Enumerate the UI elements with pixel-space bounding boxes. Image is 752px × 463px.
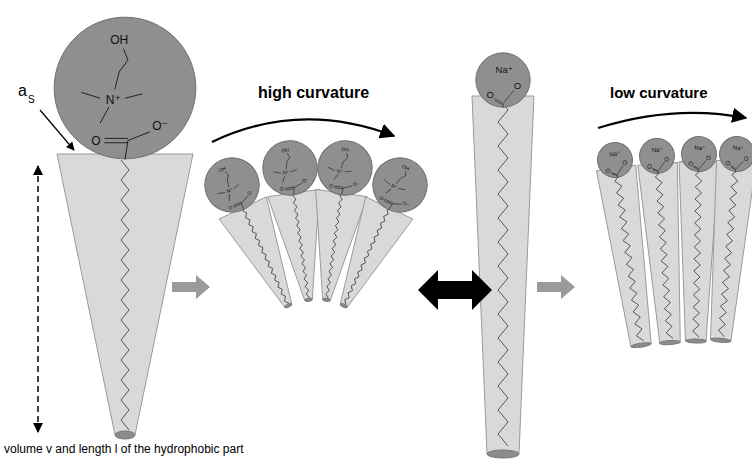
head-group: OH N⁺ O O⁻	[258, 136, 321, 199]
hydrophobic-cone	[57, 154, 193, 439]
curvature-label: high curvature	[258, 84, 369, 102]
atom-label: O	[688, 160, 693, 166]
head-group: OH N⁺ O O⁻	[52, 15, 198, 161]
atom-label: O	[605, 167, 611, 174]
dimension-arrow	[37, 166, 39, 432]
atom-label: O	[706, 155, 711, 161]
atom-label: OH	[110, 34, 128, 46]
atom-label: O⁻	[302, 178, 309, 184]
head-circle	[363, 148, 437, 222]
atom-label: OH	[281, 147, 289, 153]
atom-label: N⁺	[283, 170, 290, 176]
atom-label: N⁺	[106, 94, 121, 106]
atom-label: O	[91, 135, 100, 147]
head-group: Na⁺OO	[638, 137, 676, 175]
head-circle	[638, 137, 676, 175]
dimension-label: volume v and length l of the hydrophobic…	[4, 443, 243, 457]
atom-label: O	[743, 155, 748, 161]
atom-label: O⁻	[152, 120, 168, 132]
atom-label: Na⁺	[694, 144, 705, 150]
atom-label: O	[664, 156, 669, 162]
curvature-label: low curvature	[610, 84, 708, 101]
atom-label: N⁺	[336, 169, 343, 175]
head-circle	[258, 136, 321, 199]
head-group: Na⁺ O O	[717, 134, 752, 173]
atom-label: O	[647, 163, 652, 169]
atom-label: OH	[341, 146, 349, 152]
atom-label: Na⁺	[733, 144, 745, 151]
head-circle	[195, 148, 269, 222]
atom-label: O⁻	[353, 181, 360, 187]
head-group: Na⁺OO	[595, 140, 636, 181]
atom-label: O	[514, 81, 521, 91]
atom-label: O	[725, 160, 730, 166]
head-circle	[595, 140, 636, 181]
double-arrow	[418, 270, 492, 310]
block-arrow	[537, 275, 575, 299]
curvature-arrow	[212, 119, 394, 142]
atom-label: Na⁺	[652, 146, 663, 153]
head-group: OHN⁺OO⁻	[195, 148, 269, 222]
head-group: OHN⁺OO⁻	[363, 148, 437, 222]
head-circle	[717, 134, 752, 173]
curvature-arrow	[598, 113, 746, 128]
hydrophobic-cone	[319, 197, 412, 318]
head-group: Na⁺OO	[681, 136, 718, 173]
atom-label: O	[486, 90, 493, 100]
atom-label: Na⁺	[496, 65, 513, 75]
area-subscript: S	[28, 94, 35, 106]
head-circle	[681, 136, 718, 173]
head-group: Na⁺OO	[475, 52, 531, 108]
hydrophobic-cylinder	[472, 96, 534, 458]
block-arrow	[172, 275, 210, 299]
head-circle	[475, 52, 531, 108]
head-group: OH N⁺ O O⁻	[313, 136, 376, 199]
atom-label: O	[329, 184, 334, 189]
area-symbol: a	[18, 82, 27, 100]
atom-label: O	[279, 187, 284, 192]
atom-label: O	[622, 159, 628, 166]
hydrophobic-cylinder	[701, 160, 752, 344]
